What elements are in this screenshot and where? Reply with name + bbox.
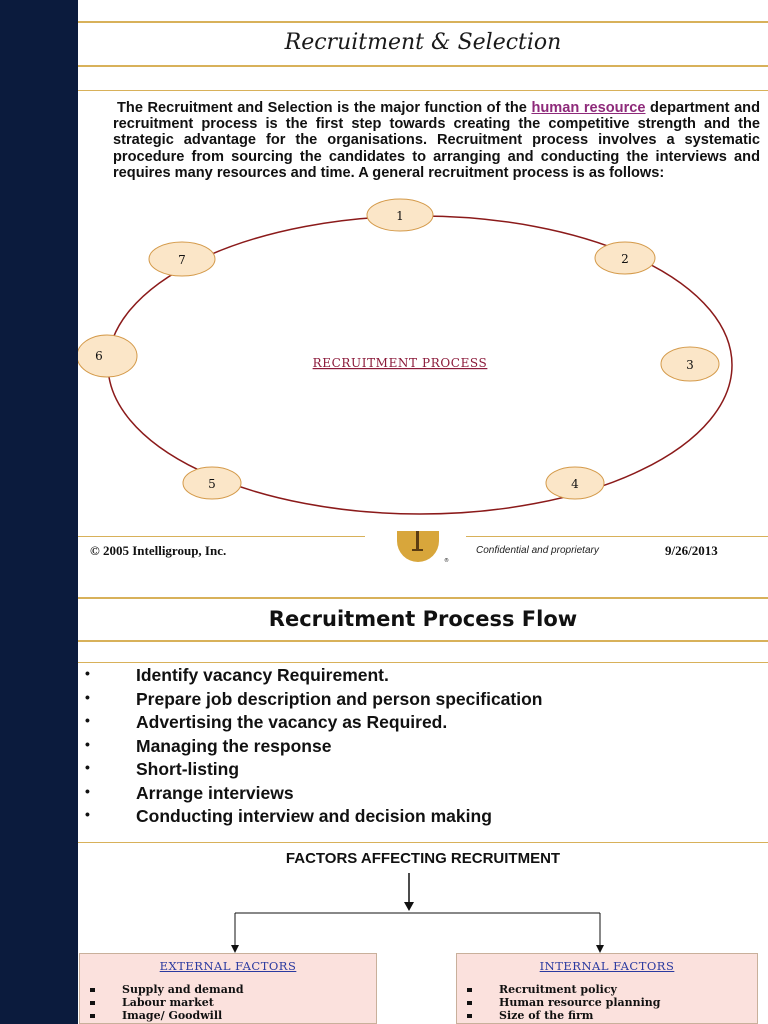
factor-text: Labour market	[122, 996, 214, 1009]
slide3-top-rule	[78, 842, 768, 843]
recruitment-process-label: RECRUITMENT PROCESS	[313, 356, 488, 370]
bullet-marker: •	[85, 806, 90, 822]
left-sidebar-band	[0, 0, 78, 1024]
footer-copyright: © 2005 Intelligroup, Inc.	[90, 543, 227, 558]
flow-step-text: Conducting interview and decision making	[136, 806, 492, 826]
internal-factors-header: INTERNAL FACTORS	[539, 959, 675, 973]
slide2-subtitle-rule	[78, 662, 768, 663]
process-node-4-label: 4	[571, 477, 579, 491]
arrow-down-icon	[231, 945, 239, 953]
bullet-marker: •	[85, 712, 90, 728]
flow-step-text: Prepare job description and person speci…	[136, 688, 543, 709]
factor-text: Recruitment policy	[499, 983, 617, 996]
factor-text: Supply and demand	[122, 983, 244, 996]
flow-step-text: Advertising the vacancy as Required.	[136, 712, 448, 732]
arrow-down-icon	[404, 902, 414, 911]
factor-text: Size of the firm	[499, 1009, 594, 1022]
factors-connector-diagram	[231, 873, 604, 953]
slide1-subtitle-rule	[78, 90, 768, 91]
bullet-marker: •	[85, 688, 90, 705]
bullet-marker: •	[85, 759, 90, 775]
footer-rule-left	[78, 536, 365, 537]
slide1-title: Recruitment & Selection	[284, 30, 562, 55]
process-node-6-label: 6	[95, 349, 103, 363]
factors-title: FACTORS AFFECTING RECRUITMENT	[285, 850, 561, 867]
process-node-1-label: 1	[396, 209, 404, 223]
process-node-4: 4	[545, 466, 605, 500]
intro-text-rest: department and recruitment process is th…	[113, 100, 760, 181]
flow-step-text: Arrange interviews	[136, 782, 294, 803]
factor-text: Human resource planning	[499, 996, 661, 1009]
slide1-top-rule	[78, 21, 768, 23]
intro-paragraph: The Recruitment and Selection is the maj…	[113, 100, 760, 197]
slide2-top-rule	[78, 597, 768, 599]
external-factors-header: EXTERNAL FACTORS	[159, 959, 297, 973]
human-resource-link[interactable]: human resource	[531, 100, 646, 116]
process-node-3-label: 3	[686, 358, 694, 372]
flow-step-text: Managing the response	[136, 735, 332, 756]
slide2-title-rule	[78, 640, 768, 642]
arrow-down-icon	[596, 945, 604, 953]
registered-mark: ®	[444, 557, 449, 564]
intro-text-start: The Recruitment and Selection is the maj…	[117, 100, 527, 116]
process-node-1: 1	[366, 198, 434, 232]
internal-factors-box: INTERNAL FACTORS Recruitment policy Huma…	[456, 953, 758, 1024]
slide1-title-rule	[78, 65, 768, 67]
bullet-marker: •	[85, 735, 90, 752]
process-node-7-label: 7	[178, 253, 186, 267]
footer-date: 9/26/2013	[665, 543, 718, 558]
factor-text: Image/ Goodwill	[122, 1009, 223, 1022]
process-node-2: 2	[594, 241, 656, 275]
slide2-title: Recruitment Process Flow	[268, 607, 578, 631]
process-node-3: 3	[660, 346, 720, 382]
footer-rule-right	[466, 536, 768, 537]
flow-step-text: Identify vacancy Requirement.	[136, 665, 389, 685]
flow-step-text: Short-listing	[136, 759, 240, 779]
bullet-marker: •	[85, 665, 90, 681]
external-factors-box: EXTERNAL FACTORS Supply and demand Labou…	[79, 953, 377, 1024]
process-node-5-label: 5	[208, 477, 216, 491]
recruitment-process-diagram: 1 2 3 4 5 6 7 RECRUITMENT PROCESS	[78, 198, 733, 515]
process-node-7: 7	[148, 241, 216, 277]
footer-confidential: Confidential and proprietary	[476, 545, 599, 556]
intelligroup-logo-icon: ®	[397, 531, 449, 564]
bullet-marker: •	[85, 782, 90, 799]
process-node-5: 5	[182, 466, 242, 500]
process-node-6: 6	[78, 334, 138, 378]
process-node-2-label: 2	[621, 252, 629, 266]
